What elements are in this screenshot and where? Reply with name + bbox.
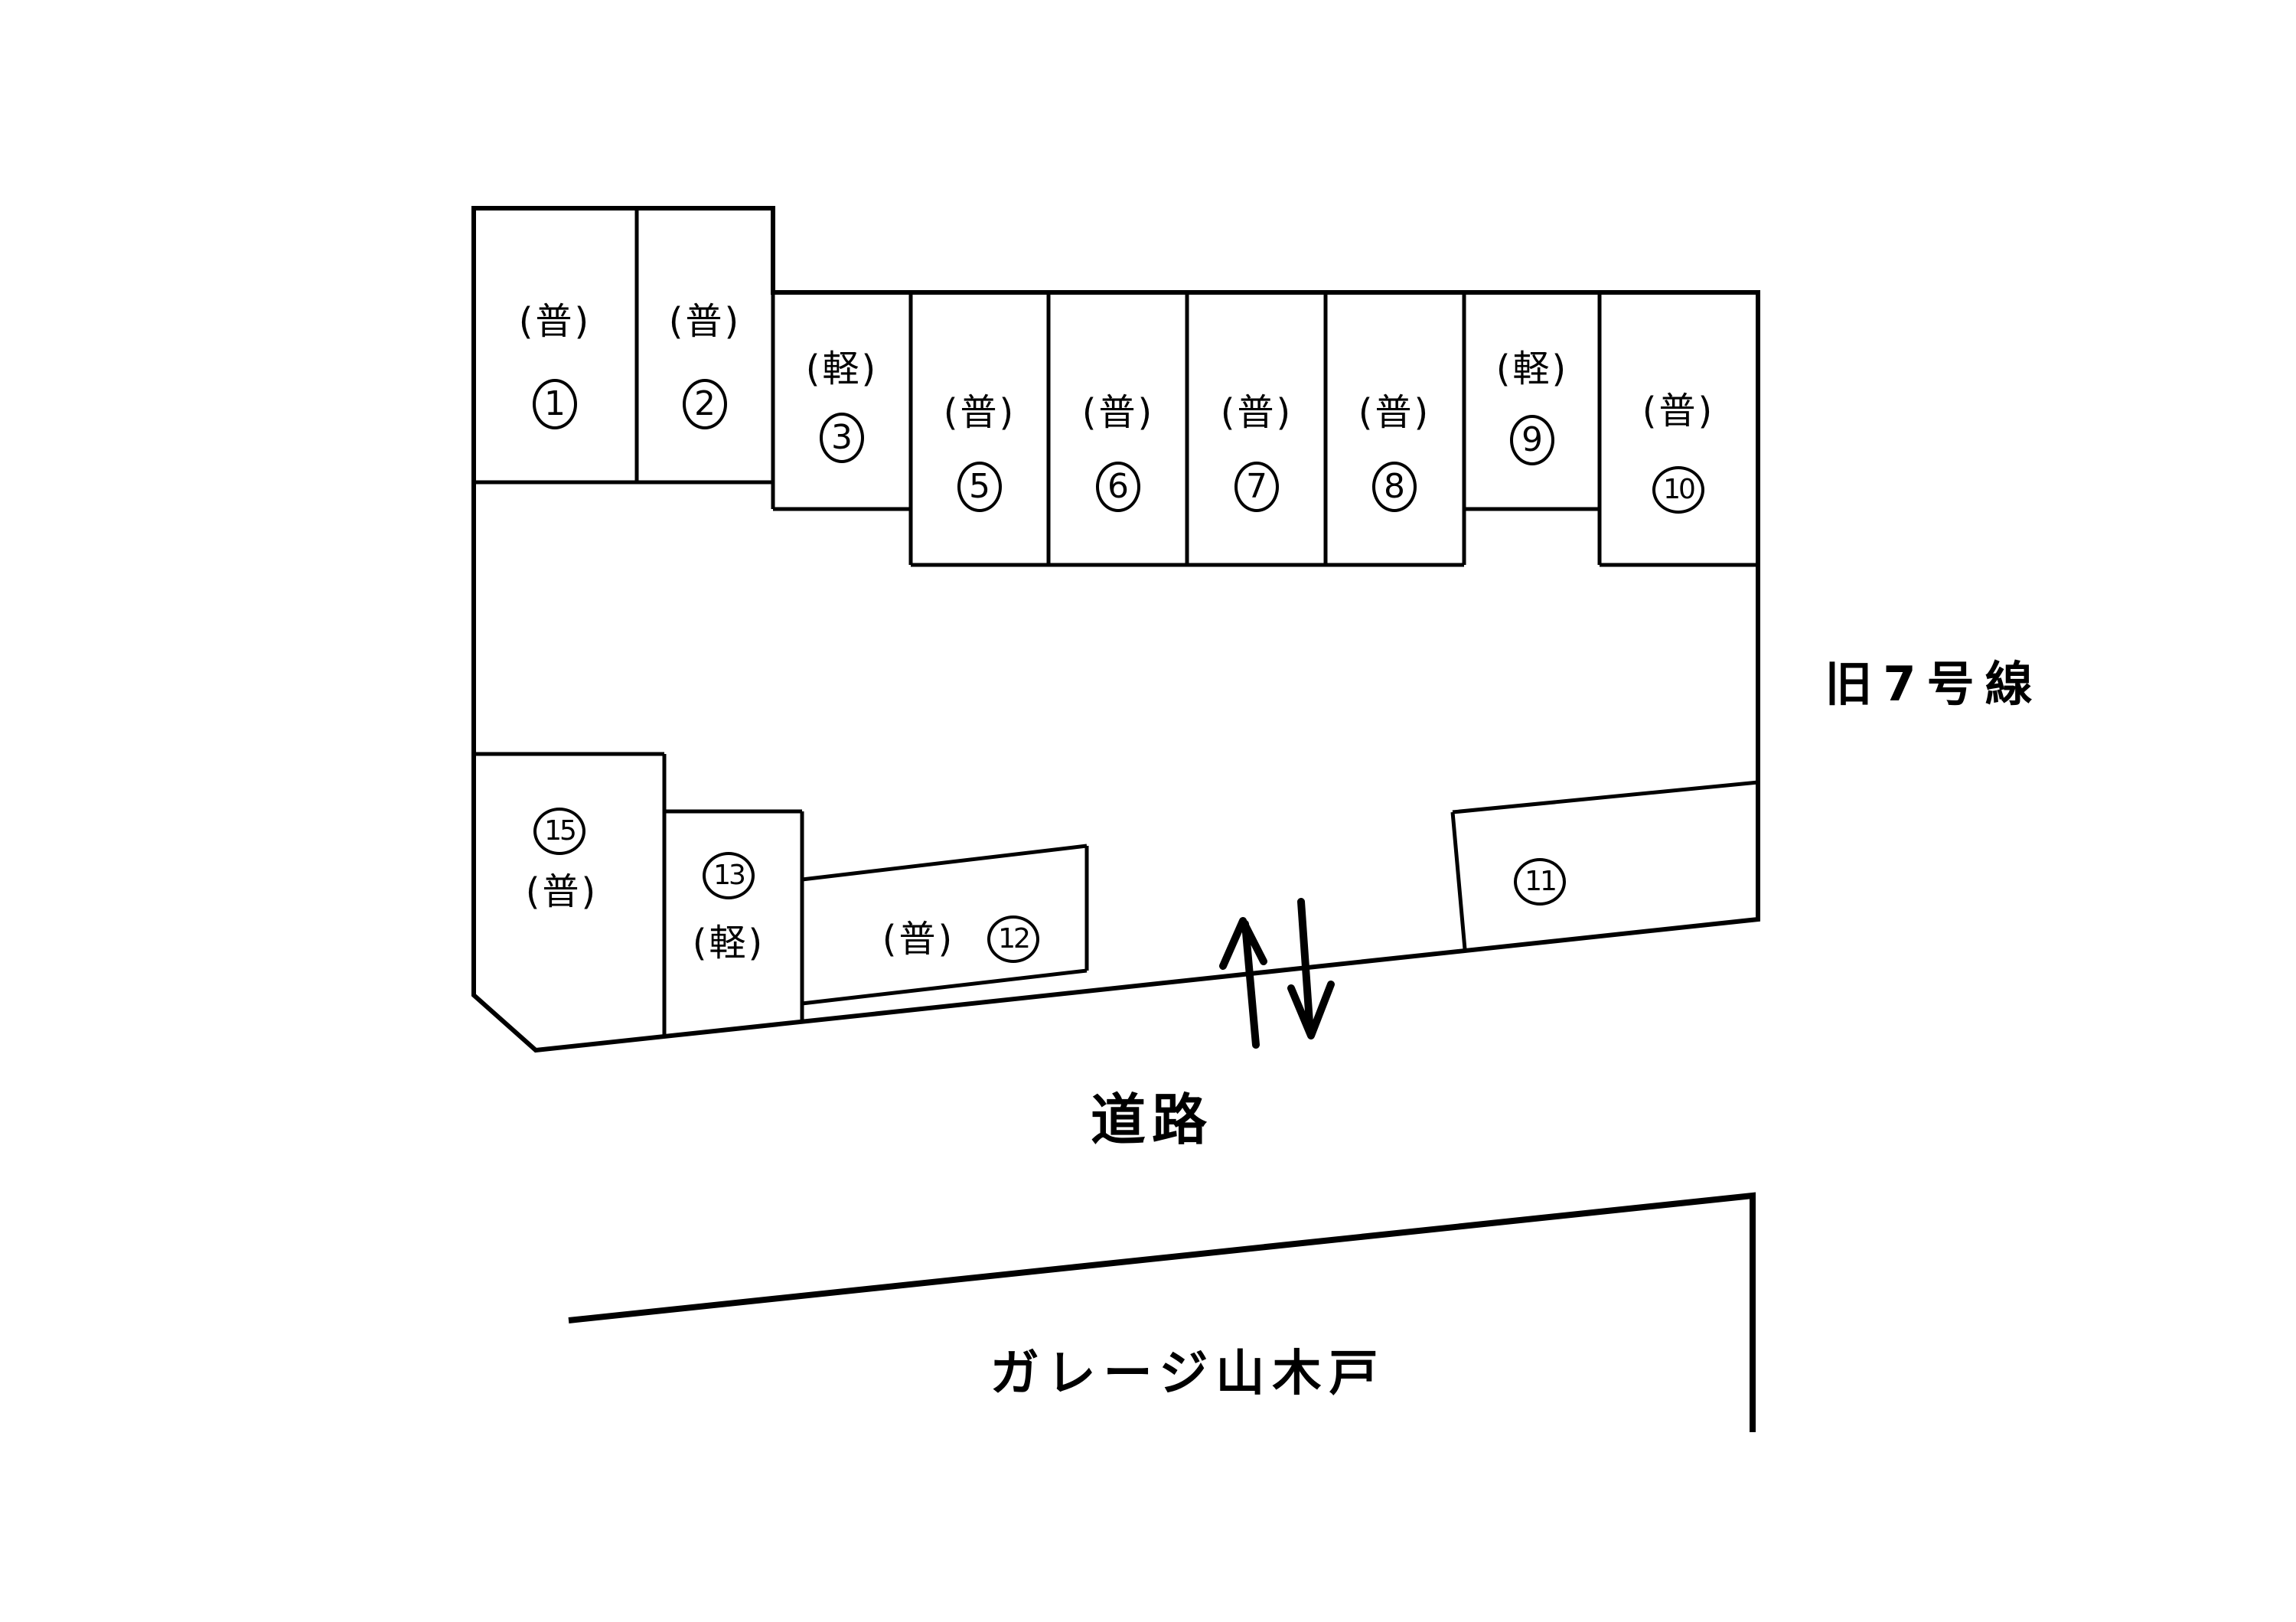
stall-12-type-label: (普) (882, 918, 955, 961)
stall-11-number-text: 11 (1525, 866, 1557, 897)
garage-name-label: ガレージ山木戸 (990, 1346, 1386, 1402)
stall-7-number-text: 7 (1246, 467, 1267, 506)
stall-6-type-label: (普) (1081, 391, 1155, 434)
stall-10-number: 10 (1652, 466, 1704, 514)
stall-13-number: 13 (703, 852, 755, 899)
stall-8-type-label: (普) (1358, 391, 1431, 434)
stall-8-number: 8 (1372, 462, 1417, 512)
top-row-stall-lines (474, 208, 1758, 567)
stall-2-number-text: 2 (694, 384, 716, 423)
stall-3-number-text: 3 (831, 418, 853, 457)
bottom-row-stall-lines (474, 752, 1759, 1036)
stall-10-number-text: 10 (1663, 474, 1696, 505)
stall-12-number: 12 (987, 915, 1039, 963)
stall-11-number: 11 (1514, 858, 1566, 906)
stall-2-type-label: (普) (668, 300, 742, 343)
stall-9-number-text: 9 (1521, 420, 1543, 459)
road-label: 道路 (1090, 1088, 1214, 1152)
stall-9-number: 9 (1510, 415, 1554, 465)
down-arrow-icon (1287, 898, 1335, 1039)
lot-outline (471, 206, 1760, 1053)
stall-15-number-text: 15 (544, 815, 577, 847)
stall-9-type-label: (軽) (1495, 348, 1569, 390)
stall-8-number-text: 8 (1384, 467, 1405, 506)
stall-15-number: 15 (533, 808, 585, 855)
stall-1-type-label: (普) (518, 300, 592, 343)
stall-1-number: 1 (533, 379, 577, 429)
stall-5-number-text: 5 (969, 467, 990, 506)
two-way-arrows (1219, 898, 1335, 1049)
stall-3-type-label: (軽) (805, 348, 879, 390)
stall-3-number: 3 (820, 413, 864, 463)
stall-2-number: 2 (683, 379, 727, 429)
stall-10-type-label: (普) (1642, 390, 1715, 432)
stall-1-number-text: 1 (544, 384, 566, 423)
route-7-label: 旧7号線 (1825, 656, 2043, 712)
stall-15-type-label: (普) (525, 870, 598, 913)
stall-5-number: 5 (957, 462, 1002, 512)
up-arrow-icon (1219, 917, 1267, 1049)
stall-6-number-text: 6 (1107, 467, 1129, 506)
stall-5-type-label: (普) (943, 391, 1016, 434)
stall-6-number: 6 (1096, 462, 1140, 512)
stall-13-type-label: (軽) (692, 922, 765, 964)
stall-13-number-text: 13 (713, 860, 746, 891)
stall-7-type-label: (普) (1220, 391, 1293, 434)
garage-building-outline (568, 1192, 1756, 1432)
stall-12-number-text: 12 (998, 923, 1031, 955)
stall-7-number: 7 (1234, 462, 1279, 512)
